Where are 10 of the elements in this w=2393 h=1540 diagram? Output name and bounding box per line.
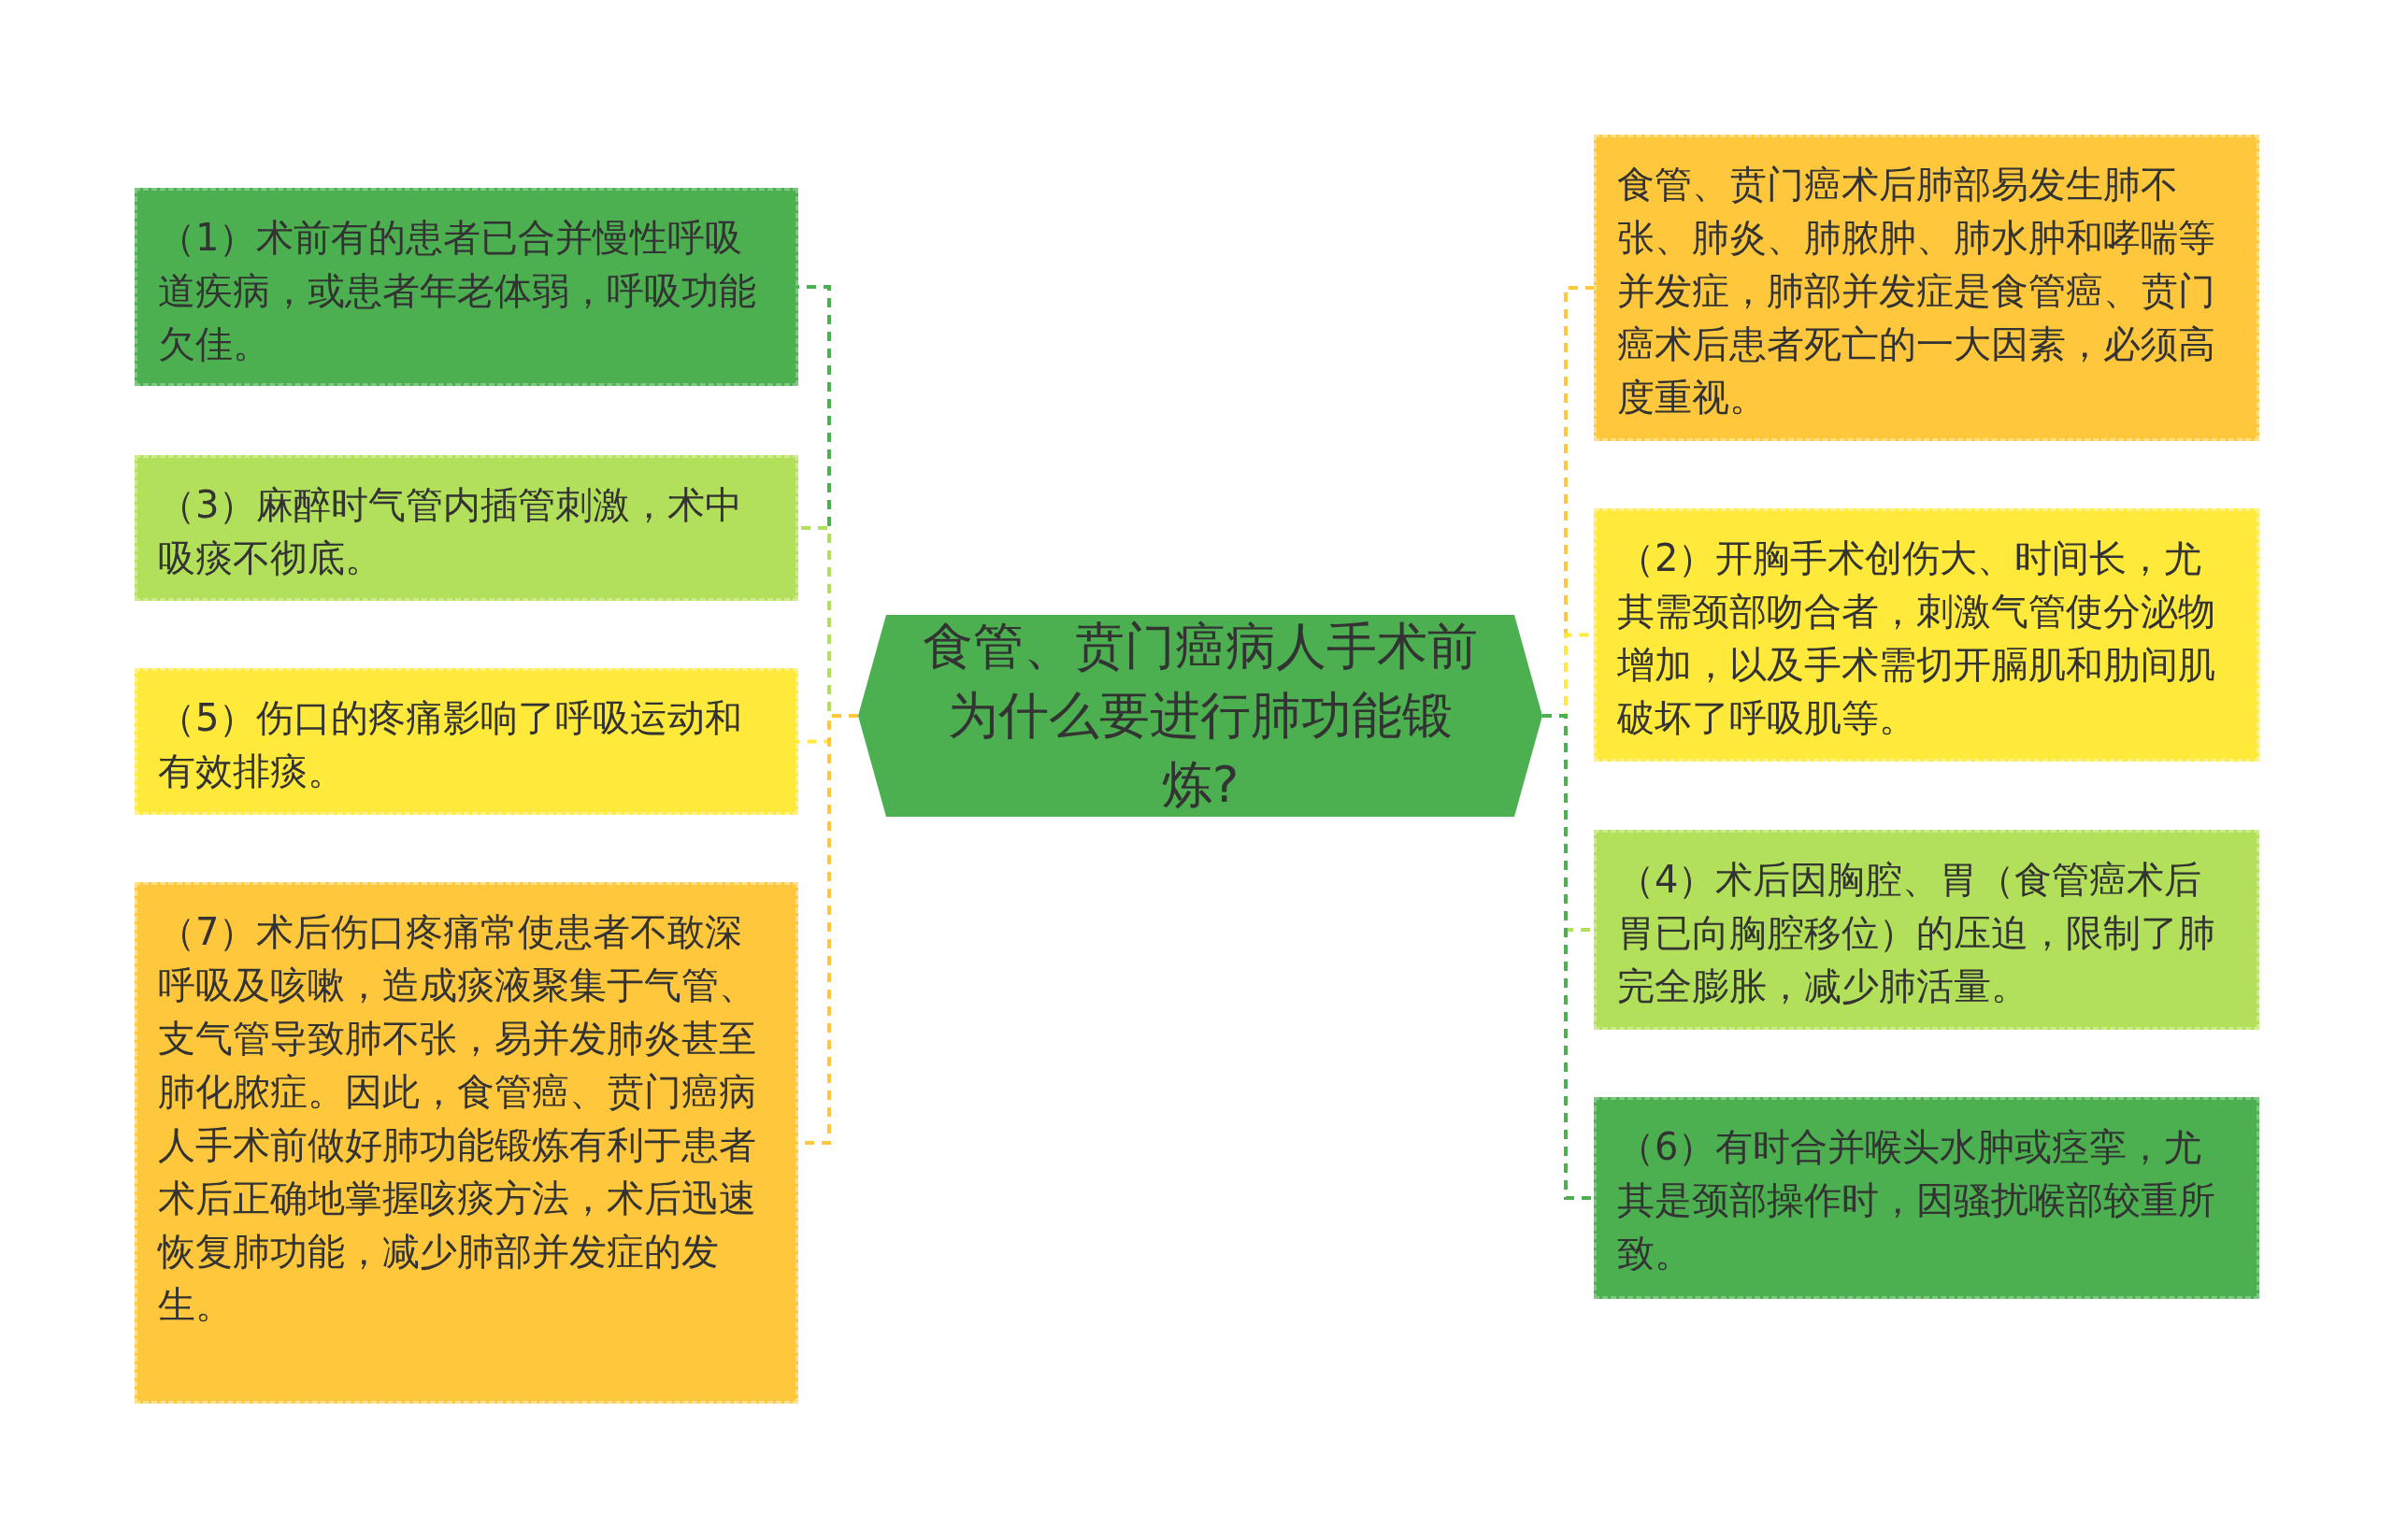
text-box: （5）伤口的疼痛影响了呼吸运动和有效排痰。	[135, 668, 798, 815]
text-box: （7）术后伤口疼痛常使患者不敢深呼吸及咳嗽，造成痰液聚集于气管、支气管导致肺不张，易并发肺炎甚至肺化脓症。因此，食管癌、贲门癌病人手术前做好肺功能锻炼有利于患者术后正确地掌握咳痰方法，术后迅速恢复肺功能，减少肺部并发症的发生。	[135, 882, 798, 1404]
text-box: （4）术后因胸腔、胃（食管癌术后胃已向胸腔移位）的压迫，限制了肺完全膨胀，减少肺活量。	[1594, 830, 2259, 1030]
text-box: （1）术前有的患者已合并慢性呼吸道疾病，或患者年老体弱，呼吸功能欠佳。	[135, 188, 798, 386]
text-box: 食管、贲门癌术后肺部易发生肺不张、肺炎、肺脓肿、肺水肿和哮喘等并发症，肺部并发症是食管癌、贲门癌术后患者死亡的一大因素，必须高度重视。	[1594, 135, 2259, 441]
text-box: （6）有时合并喉头水肿或痉挛，尤其是颈部操作时，因骚扰喉部较重所致。	[1594, 1097, 2259, 1299]
text-box: （3）麻醉时气管内插管刺激，术中吸痰不彻底。	[135, 455, 798, 601]
text-box: （2）开胸手术创伤大、时间长，尤其需颈部吻合者，刺激气管使分泌物增加，以及手术需切开膈肌和肋间肌破坏了呼吸肌等。	[1594, 508, 2259, 762]
topic-hexagon: 食管、贲门癌病人手术前为什么要进行肺功能锻炼?	[858, 615, 1542, 817]
connector	[1542, 714, 1594, 1200]
